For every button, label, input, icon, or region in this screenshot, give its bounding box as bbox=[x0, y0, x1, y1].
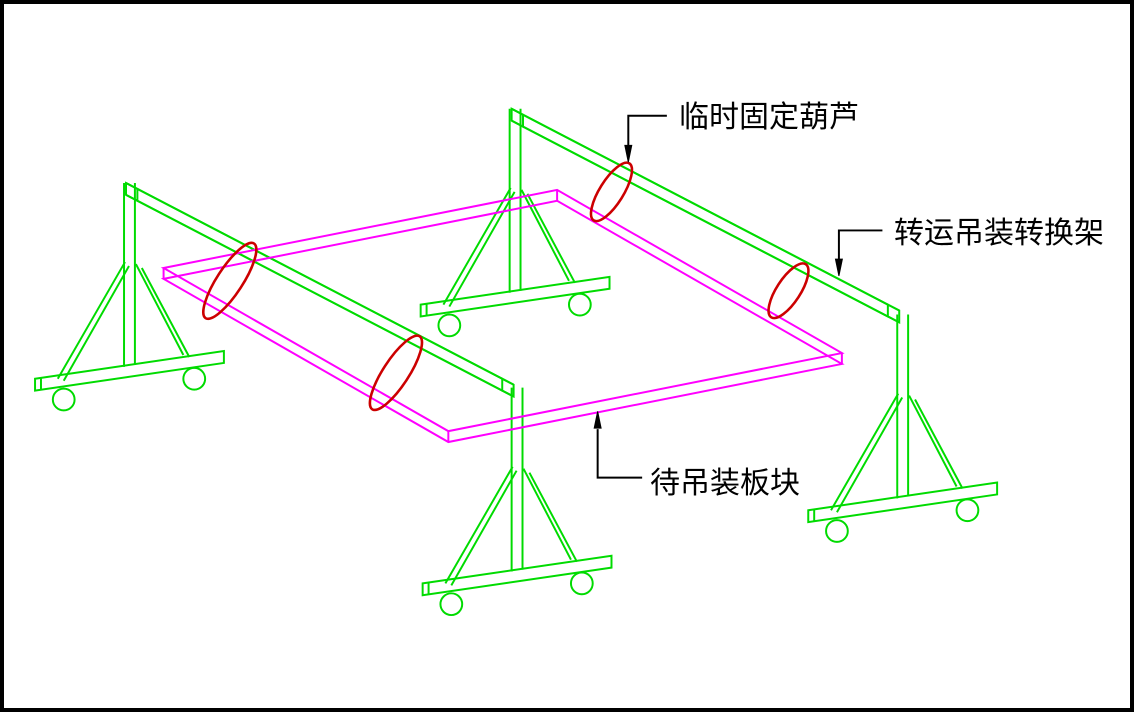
a-frame-support-front bbox=[421, 386, 613, 617]
leader-temporary-hoist bbox=[624, 114, 667, 163]
hoist-ring-front-right bbox=[368, 334, 424, 412]
panel-frame bbox=[160, 188, 845, 444]
panel-top-face bbox=[160, 188, 845, 433]
leader-panel-to-lift bbox=[593, 411, 643, 479]
rear-rail-left-cap bbox=[510, 107, 524, 129]
rear-rail-beam bbox=[510, 107, 901, 325]
panel-bottom-face bbox=[160, 199, 845, 444]
front-rail-left-cap bbox=[125, 181, 139, 203]
front-rail-right-cap bbox=[501, 377, 515, 399]
label-temporary-hoist: 临时固定葫芦 bbox=[679, 101, 859, 134]
label-transfer-frame: 转运吊装转换架 bbox=[894, 217, 1104, 250]
hoist-ring-front-left bbox=[202, 241, 258, 321]
arrowhead-down-icon bbox=[834, 258, 843, 277]
rear-rail-right-cap bbox=[886, 302, 901, 325]
arrowhead-up-icon bbox=[593, 411, 602, 429]
arrowhead-down-icon bbox=[624, 144, 633, 163]
hoist-ring-rear-left bbox=[589, 161, 634, 223]
rigging-diagram-linework bbox=[34, 107, 999, 617]
front-rail-beam bbox=[125, 181, 515, 399]
a-frame-support-right bbox=[807, 313, 999, 543]
label-panel-to-lift: 待吊装板块 bbox=[650, 467, 800, 500]
hoist-ring-rear-right bbox=[767, 262, 810, 320]
leader-transfer-frame bbox=[834, 229, 883, 277]
